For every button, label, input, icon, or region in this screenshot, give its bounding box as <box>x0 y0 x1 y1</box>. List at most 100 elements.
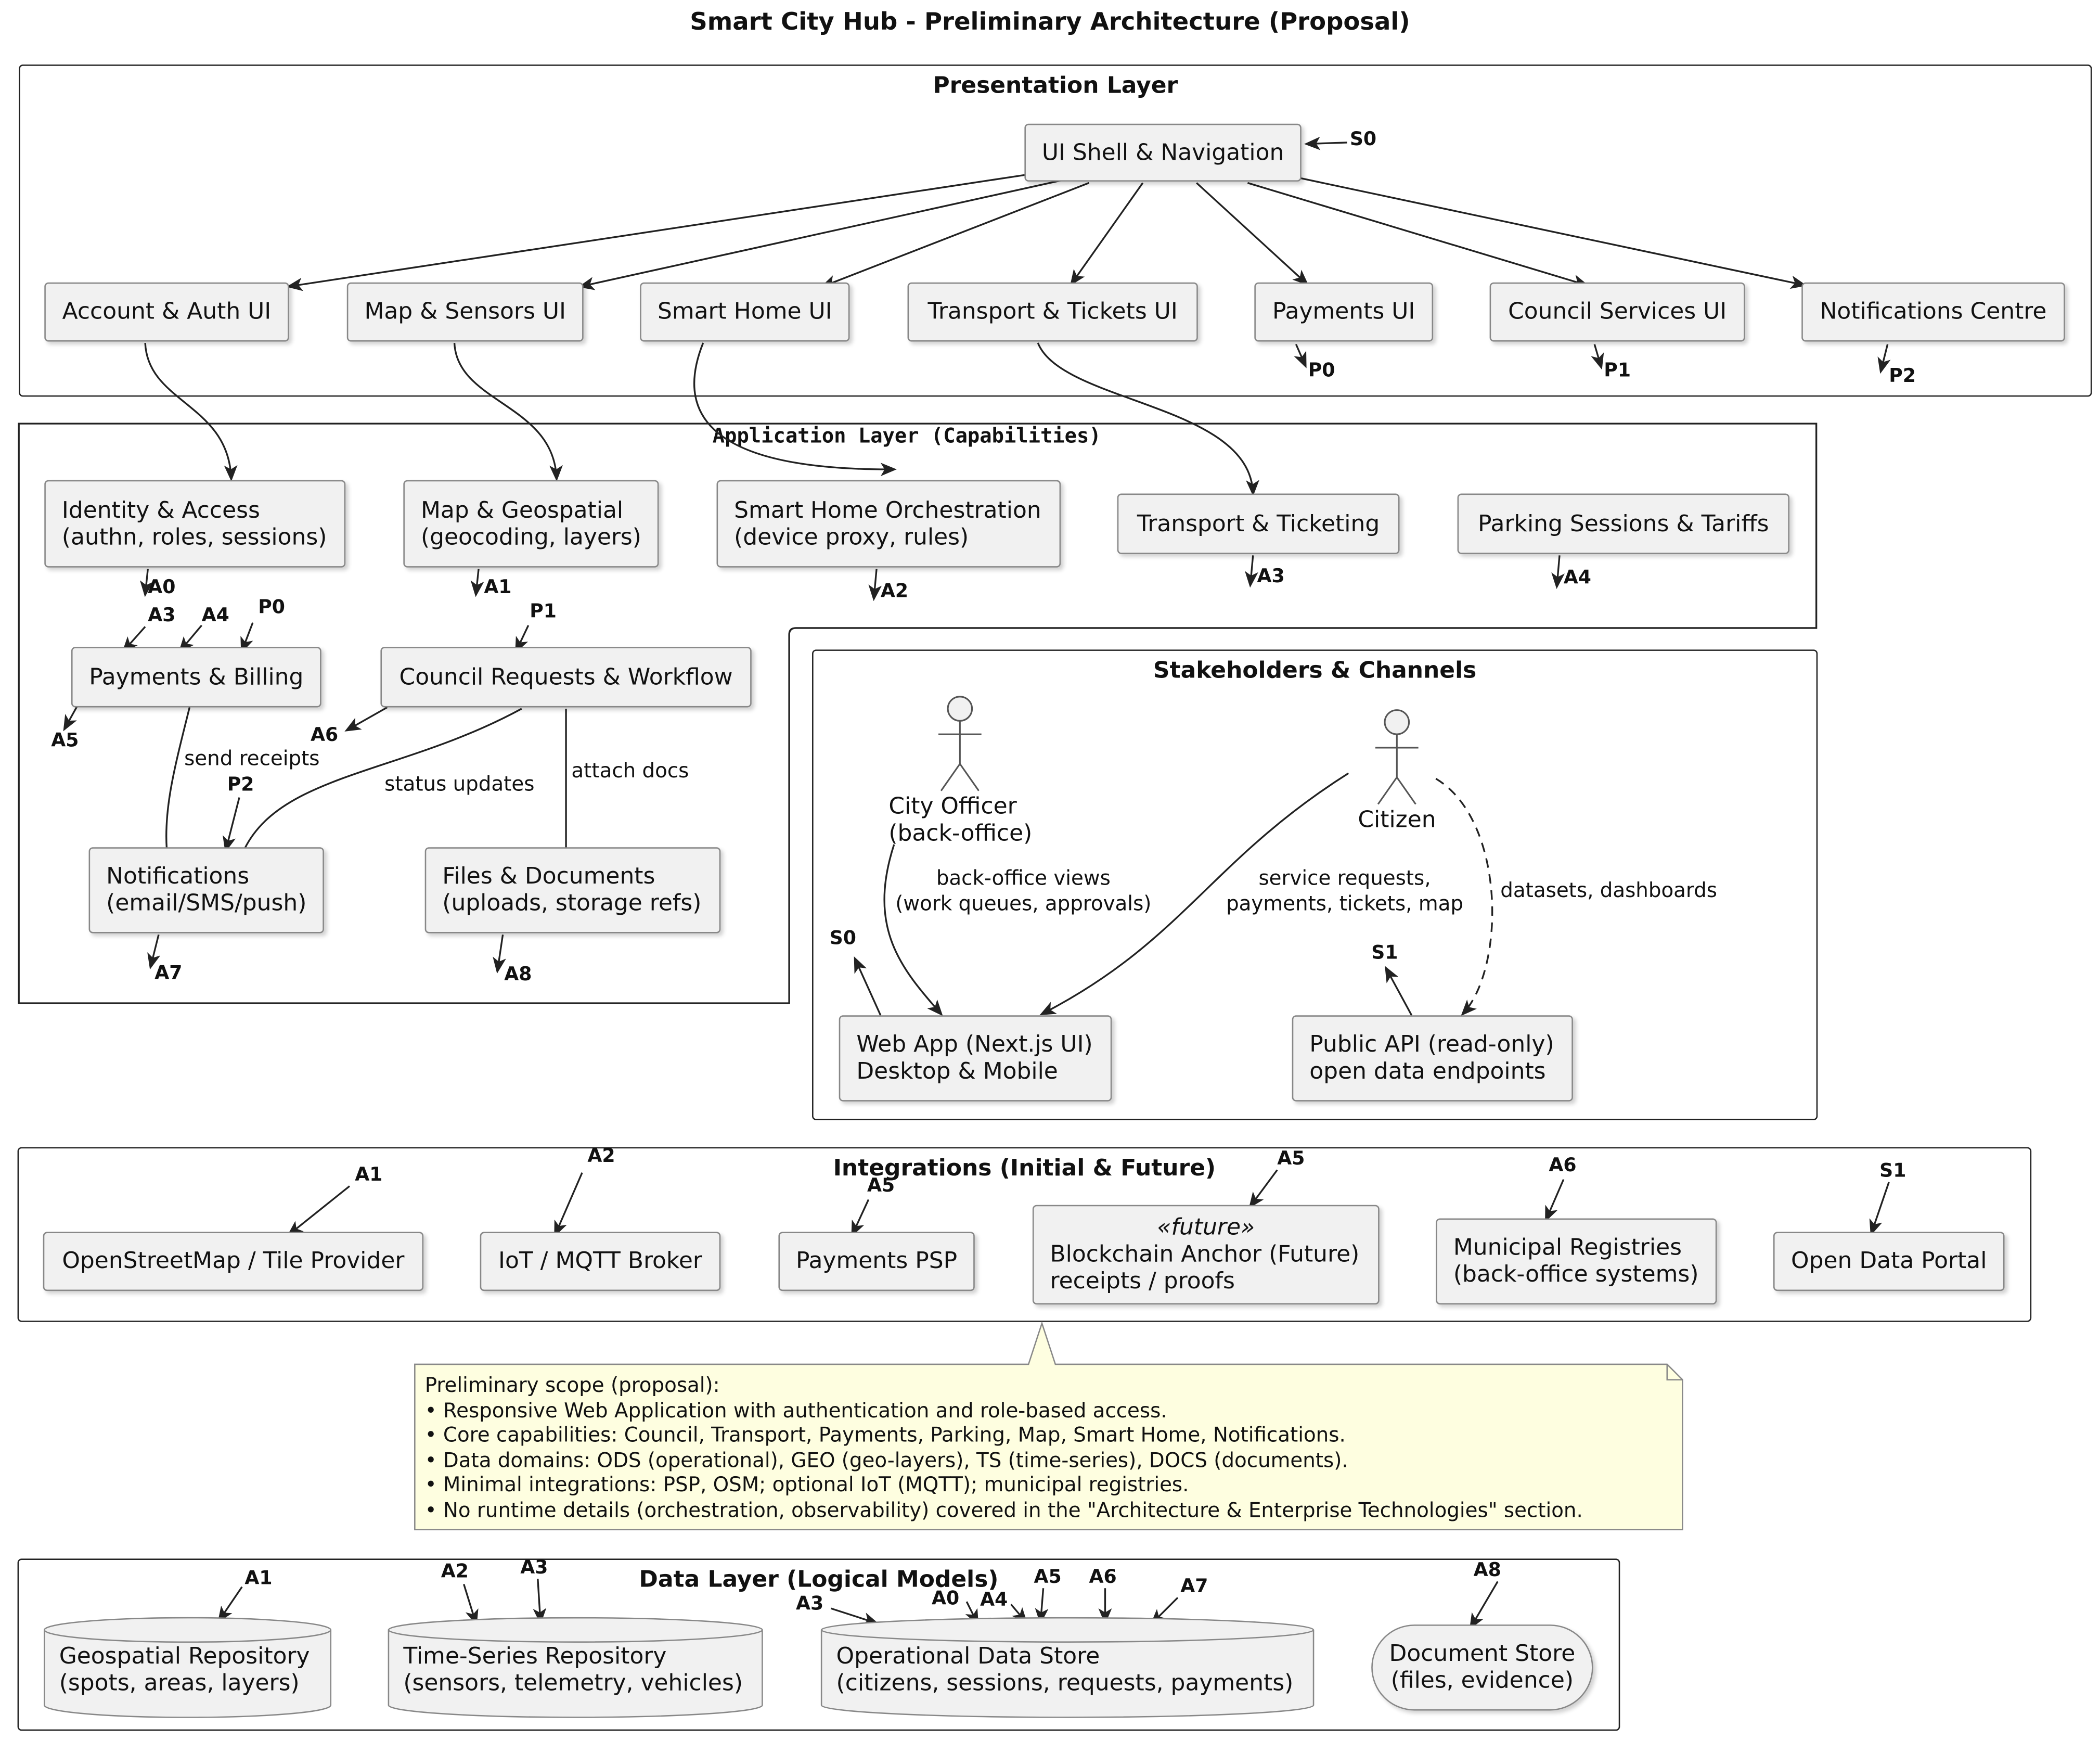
council-services-ui: Council Services UI <box>1489 282 1745 342</box>
tag-a5-blockchain: A5 <box>1277 1148 1305 1170</box>
tag-a1: A1 <box>484 577 512 599</box>
tag-s0-webapp: S0 <box>829 928 856 950</box>
openstreetmap-provider: OpenStreetMap / Tile Provider <box>43 1232 424 1291</box>
edge-parking-a4 <box>1551 555 1565 589</box>
edge-shell-payments <box>1196 182 1309 286</box>
stakeholders-package: Stakeholders & Channels <box>812 649 1818 1120</box>
tag-p1: P1 <box>1604 360 1631 382</box>
edge-smarthome-orchestration <box>693 342 897 477</box>
tag-a3-ods: A3 <box>796 1593 824 1615</box>
geospatial-repository: Geospatial Repository(spots, areas, laye… <box>43 1617 332 1719</box>
actor-city-officer-label: City Officer(back-office) <box>888 793 1033 848</box>
edge-orch-a2 <box>868 569 882 602</box>
edge-notifications-a7 <box>147 934 161 970</box>
scope-note: Preliminary scope (proposal):• Responsiv… <box>414 1321 1683 1531</box>
actor-citizen-label: Citizen <box>1358 807 1436 834</box>
edge-a1-osm <box>287 1185 351 1236</box>
edge-map-geo <box>453 342 563 482</box>
tag-a6-council: A6 <box>311 725 339 747</box>
edge-a2-iot <box>554 1172 583 1237</box>
identity-access: Identity & Access(authn, roles, sessions… <box>44 480 346 568</box>
tag-a7-ods: A7 <box>1180 1576 1208 1598</box>
edge-publicapi-s1 <box>1385 966 1413 1016</box>
edge-s0-shell <box>1304 136 1347 150</box>
edge-a4-payments <box>178 624 202 653</box>
package-title: Integrations (Initial & Future) <box>833 1155 1216 1182</box>
document-store: Document Store(files, evidence) <box>1371 1624 1593 1711</box>
tag-a0: A0 <box>148 577 176 599</box>
edge-officer-webapp <box>883 844 943 1016</box>
tag-p0: P0 <box>1308 360 1335 382</box>
tag-s0-shell: S0 <box>1349 129 1377 151</box>
payments-ui: Payments UI <box>1254 282 1434 342</box>
edge-label-datasets: datasets, dashboards <box>1500 878 1718 903</box>
edge-shell-council <box>1247 182 1589 288</box>
tag-a5-payments: A5 <box>51 730 79 752</box>
edge-label-status-updates: status updates <box>384 772 535 797</box>
tag-p2: P2 <box>1889 365 1916 388</box>
cylinder-shape <box>43 1617 332 1718</box>
edge-a6-registries <box>1545 1179 1565 1222</box>
transport-tickets-ui: Transport & Tickets UI <box>907 282 1198 342</box>
tag-a5-psp: A5 <box>867 1175 895 1197</box>
notifications-centre: Notifications Centre <box>1801 282 2065 342</box>
edge-a8-docs <box>1469 1581 1499 1630</box>
account-auth-ui: Account & Auth UI <box>44 282 289 342</box>
edge-notifications-p2 <box>1877 344 1891 374</box>
edge-a5-psp <box>851 1199 870 1237</box>
notifications-service: Notifications(email/SMS/push) <box>88 847 324 933</box>
edge-label-backoffice: back-office views(work queues, approvals… <box>895 866 1152 916</box>
edge-a3-ts <box>533 1579 547 1625</box>
payments-psp: Payments PSP <box>778 1232 975 1291</box>
package-title: Presentation Layer <box>933 72 1178 100</box>
tag-a5-ods: A5 <box>1034 1566 1062 1589</box>
edge-transport-ticketing <box>1037 342 1259 496</box>
tag-a3-payments: A3 <box>148 605 176 627</box>
package-title: Data Layer (Logical Models) <box>639 1566 999 1594</box>
iot-mqtt-broker: IoT / MQTT Broker <box>480 1232 721 1291</box>
edge-identity-a0 <box>139 569 153 597</box>
cylinder-shape <box>820 1617 1315 1718</box>
transport-ticketing: Transport & Ticketing <box>1117 493 1400 554</box>
tag-a3: A3 <box>1257 566 1285 588</box>
edge-council-p1 <box>1591 344 1604 370</box>
tag-a4: A4 <box>1563 567 1591 590</box>
edge-shell-notifications <box>1297 176 1807 289</box>
edge-citizen-publicapi <box>1435 777 1493 1016</box>
tag-p1-council: P1 <box>530 601 557 623</box>
edge-geo-a1 <box>470 569 484 597</box>
edge-label-send-receipts: send receipts <box>184 746 320 771</box>
edge-shell-smarthome <box>820 182 1090 288</box>
edge-a5-ods <box>1035 1588 1049 1625</box>
tag-a2-iot: A2 <box>587 1145 615 1168</box>
edge-a3-ods <box>830 1607 880 1626</box>
blockchain-anchor: «future» Blockchain Anchor (Future)recei… <box>1032 1205 1380 1304</box>
payments-billing: Payments & Billing <box>71 647 321 708</box>
package-title: Stakeholders & Channels <box>1153 657 1477 685</box>
tag-a8: A8 <box>504 964 532 986</box>
actor-citizen-figure <box>1375 709 1419 805</box>
tag-a2-ts: A2 <box>441 1561 469 1583</box>
tag-a7: A7 <box>154 963 183 984</box>
edge-citizen-webapp <box>1039 772 1349 1016</box>
diagram-title: Smart City Hub - Preliminary Architectur… <box>690 8 1410 36</box>
tag-a3-ts: A3 <box>520 1557 548 1579</box>
integrations-package: Integrations (Initial & Future) <box>17 1147 2032 1322</box>
edge-a2-ts <box>463 1584 479 1626</box>
edge-label-service: service requests,payments, tickets, map <box>1226 866 1463 916</box>
tag-a8-docs: A8 <box>1473 1560 1501 1582</box>
tag-a6-ods: A6 <box>1089 1566 1117 1589</box>
edge-webapp-s0 <box>854 956 882 1016</box>
map-geospatial: Map & Geospatial(geocoding, layers) <box>403 480 659 568</box>
edge-label-attach-docs: attach docs <box>571 758 689 783</box>
edge-files-a8 <box>493 934 506 974</box>
tag-s1-opendata: S1 <box>1879 1160 1906 1182</box>
edge-shell-account <box>286 174 1026 291</box>
edge-a5-blockchain <box>1248 1169 1278 1209</box>
smart-home-orchestration: Smart Home Orchestration(device proxy, r… <box>716 480 1061 568</box>
edge-account-identity <box>144 342 238 482</box>
actor-officer-figure <box>938 696 982 791</box>
presentation-layer-package: Presentation Layer <box>19 65 2092 397</box>
edge-p1-council <box>515 625 530 654</box>
